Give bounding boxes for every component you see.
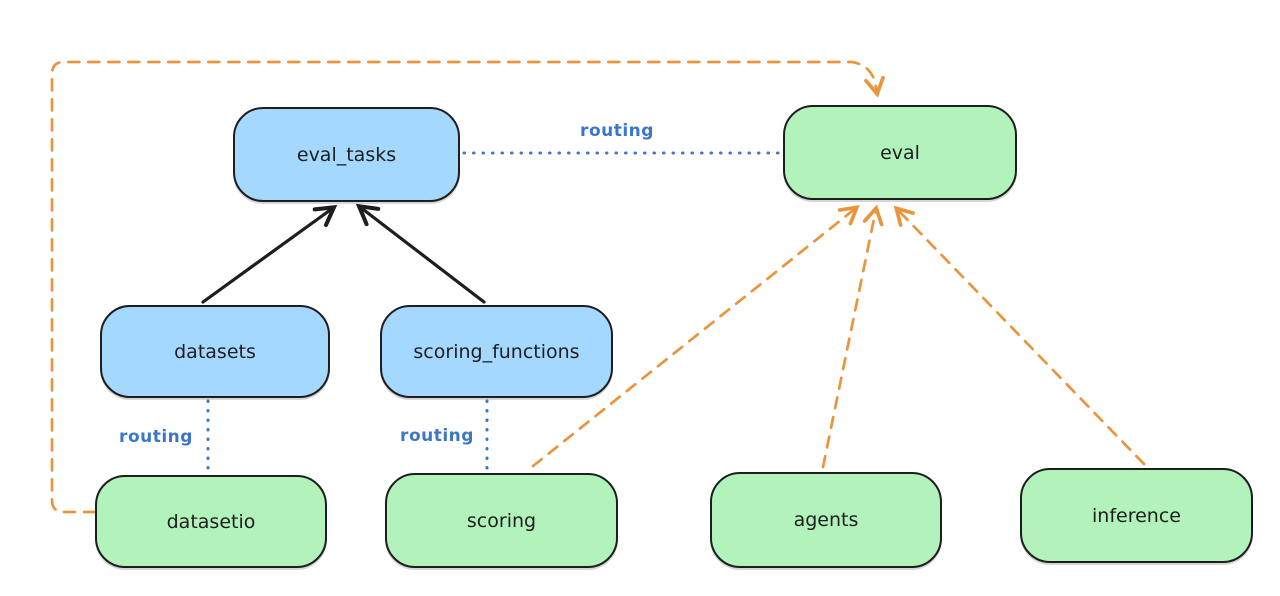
edge-label-routing-datasetio: routing — [119, 427, 193, 447]
node-agents: agents — [710, 472, 942, 568]
node-scoring-functions-label: scoring_functions — [413, 340, 580, 363]
node-datasetio-label: datasetio — [166, 510, 256, 533]
edge-agents-to-eval — [821, 209, 876, 469]
node-scoring-functions: scoring_functions — [380, 305, 613, 398]
node-inference-label: inference — [1092, 504, 1181, 527]
edge-scoring-functions-to-eval-tasks — [360, 207, 486, 304]
node-eval-tasks: eval_tasks — [233, 107, 460, 202]
node-scoring-label: scoring — [466, 509, 537, 532]
node-inference: inference — [1020, 468, 1253, 563]
node-datasets: datasets — [100, 305, 330, 398]
node-eval-label: eval — [880, 141, 920, 164]
node-eval-tasks-label: eval_tasks — [296, 143, 397, 166]
edge-label-routing-scoring: routing — [400, 426, 474, 446]
edge-scoring-to-eval — [531, 208, 856, 468]
node-datasetio: datasetio — [95, 475, 327, 568]
edge-datasetio-to-eval — [50, 60, 877, 514]
node-scoring: scoring — [385, 473, 618, 568]
edge-datasets-to-eval-tasks — [201, 208, 333, 304]
node-eval: eval — [783, 105, 1017, 200]
node-agents-label: agents — [793, 509, 859, 531]
node-datasets-label: datasets — [174, 340, 256, 363]
edge-label-routing-top: routing — [580, 121, 654, 141]
edge-inference-to-eval — [897, 209, 1146, 466]
